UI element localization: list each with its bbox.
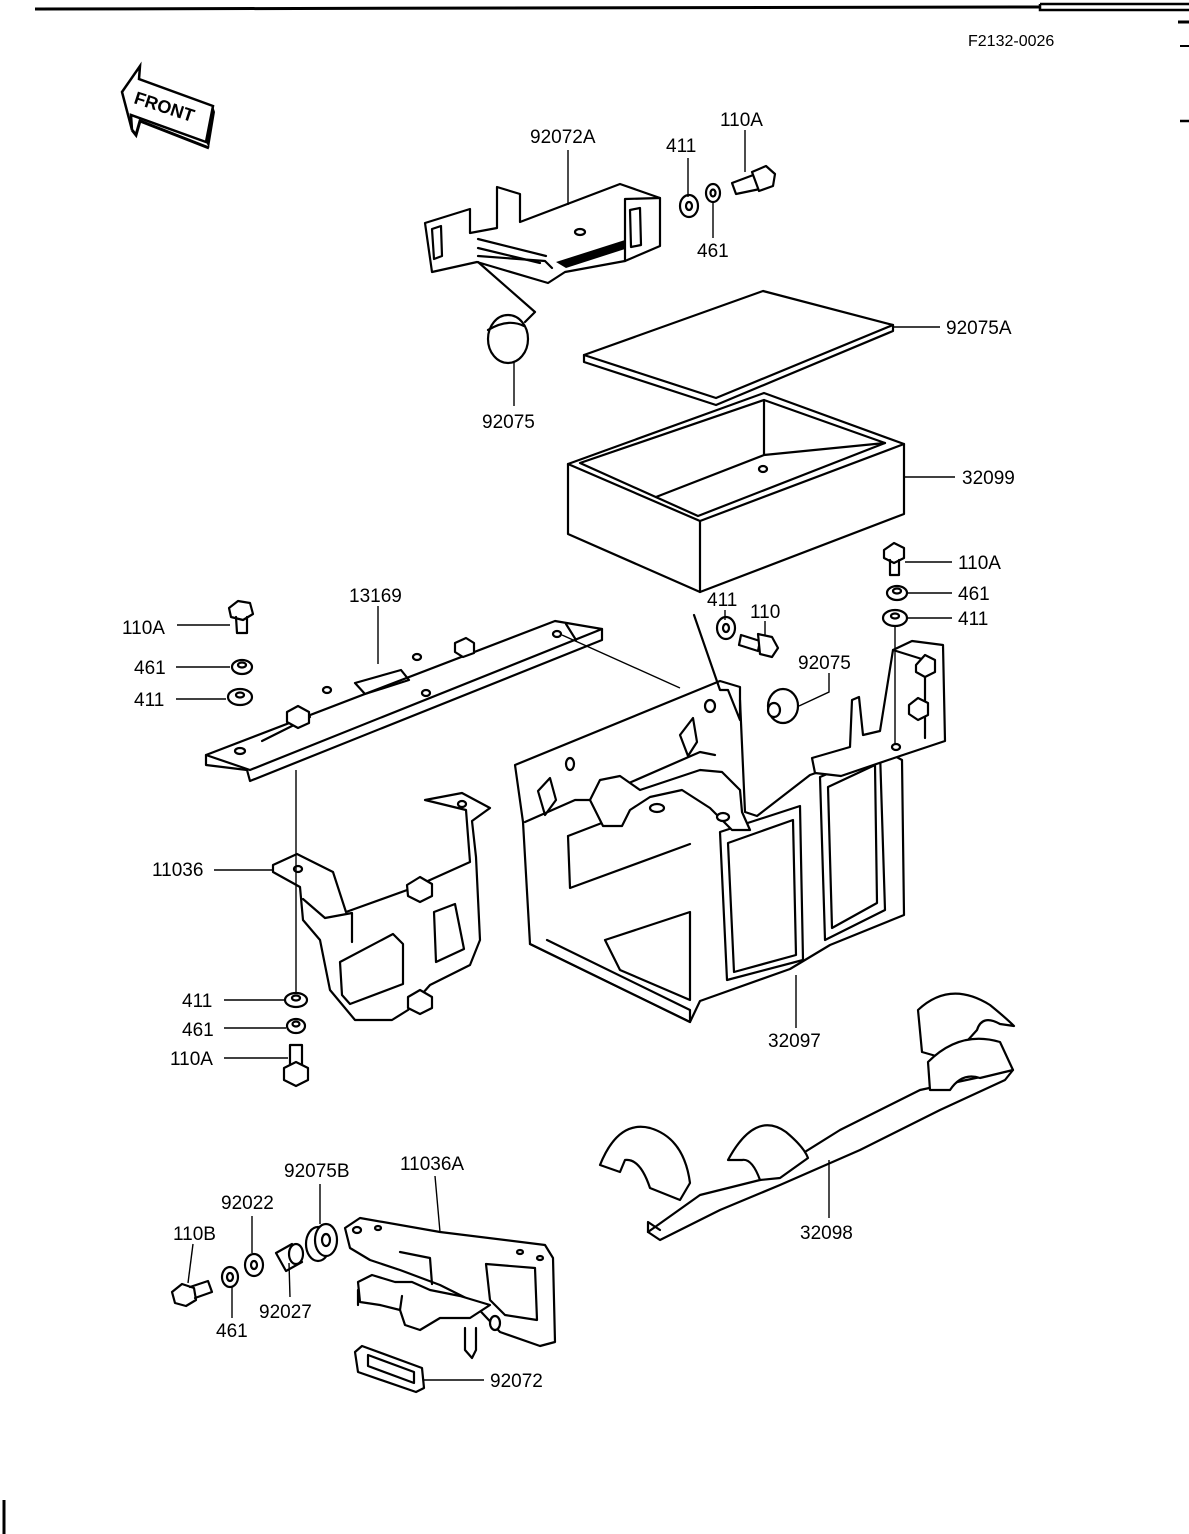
front-arrow: FRONT	[120, 61, 215, 150]
top-border-line	[34, 5, 1041, 11]
lockwasher-461-top	[704, 182, 722, 204]
part-labels: 92072A 411 110A 461 92075A 92075 32099 1…	[122, 110, 1015, 1392]
washer-411-right	[881, 608, 909, 628]
clip-92072	[353, 1344, 426, 1394]
label-411-right: 411	[958, 609, 988, 630]
label-92075-mid: 92075	[798, 653, 851, 674]
label-32099: 32099	[962, 468, 1015, 489]
label-92075A: 92075A	[946, 318, 1012, 339]
lockwasher-461-lower-left	[285, 1017, 307, 1035]
label-110A-top: 110A	[720, 110, 763, 131]
bolt-110A-right	[882, 541, 906, 577]
label-110A-left: 110A	[122, 618, 165, 639]
label-461-left: 461	[134, 658, 166, 679]
rail-13169	[204, 619, 604, 783]
leader-lines	[176, 130, 955, 1381]
label-32097: 32097	[768, 1031, 821, 1052]
label-461-top: 461	[697, 241, 729, 262]
battery-case-32097	[513, 639, 947, 1024]
pad-92075A	[582, 289, 895, 407]
washer-411-left	[226, 687, 254, 707]
washer-92022	[243, 1252, 265, 1278]
bolt-110A-left	[227, 599, 255, 635]
top-right-corner	[1038, 2, 1189, 12]
lockwasher-461-right	[885, 584, 909, 602]
label-92075-top: 92075	[482, 412, 535, 433]
label-92072A: 92072A	[530, 127, 596, 148]
label-92075B: 92075B	[284, 1161, 350, 1182]
bolt-110B	[170, 1279, 214, 1308]
bolt-110A-top	[730, 164, 777, 196]
label-92027: 92027	[259, 1302, 312, 1323]
drawing-code: F2132-0026	[968, 33, 1054, 50]
label-92022: 92022	[221, 1193, 274, 1214]
label-110A-lower-left: 110A	[170, 1049, 213, 1070]
label-11036A: 11036A	[400, 1154, 464, 1175]
bolt-110-mid	[737, 632, 780, 659]
bracket-92072A	[423, 182, 662, 324]
tray-32099	[566, 391, 906, 594]
label-411-lower-left: 411	[182, 991, 212, 1012]
lockwasher-461-bottom	[220, 1265, 240, 1289]
rubber-cap-92075-mid	[766, 687, 800, 725]
bracket-11036	[271, 791, 492, 1022]
label-110A-right: 110A	[958, 553, 1001, 574]
bracket-11036A	[343, 1216, 557, 1360]
label-411-left: 411	[134, 690, 164, 711]
label-32098: 32098	[800, 1223, 853, 1244]
label-92072: 92072	[490, 1371, 543, 1392]
collar-92027	[274, 1242, 305, 1273]
hold-down-32098	[598, 992, 1016, 1242]
label-461-lower-left: 461	[182, 1020, 214, 1041]
bolt-110A-lower-left	[282, 1043, 310, 1088]
rubber-cap-92075-top	[486, 313, 530, 365]
label-11036: 11036	[152, 860, 203, 881]
washer-411-top	[678, 193, 700, 219]
washer-411-mid	[715, 615, 737, 641]
label-461-bottom: 461	[216, 1321, 248, 1342]
label-461-right: 461	[958, 584, 990, 605]
grommet-92075B	[304, 1222, 339, 1263]
label-110B: 110B	[173, 1224, 216, 1245]
label-411-top: 411	[666, 136, 696, 157]
label-110-mid: 110	[750, 602, 780, 623]
label-411-mid: 411	[707, 590, 737, 611]
label-13169: 13169	[349, 586, 402, 607]
washer-411-lower-left	[283, 991, 309, 1009]
lockwasher-461-left	[230, 658, 254, 676]
